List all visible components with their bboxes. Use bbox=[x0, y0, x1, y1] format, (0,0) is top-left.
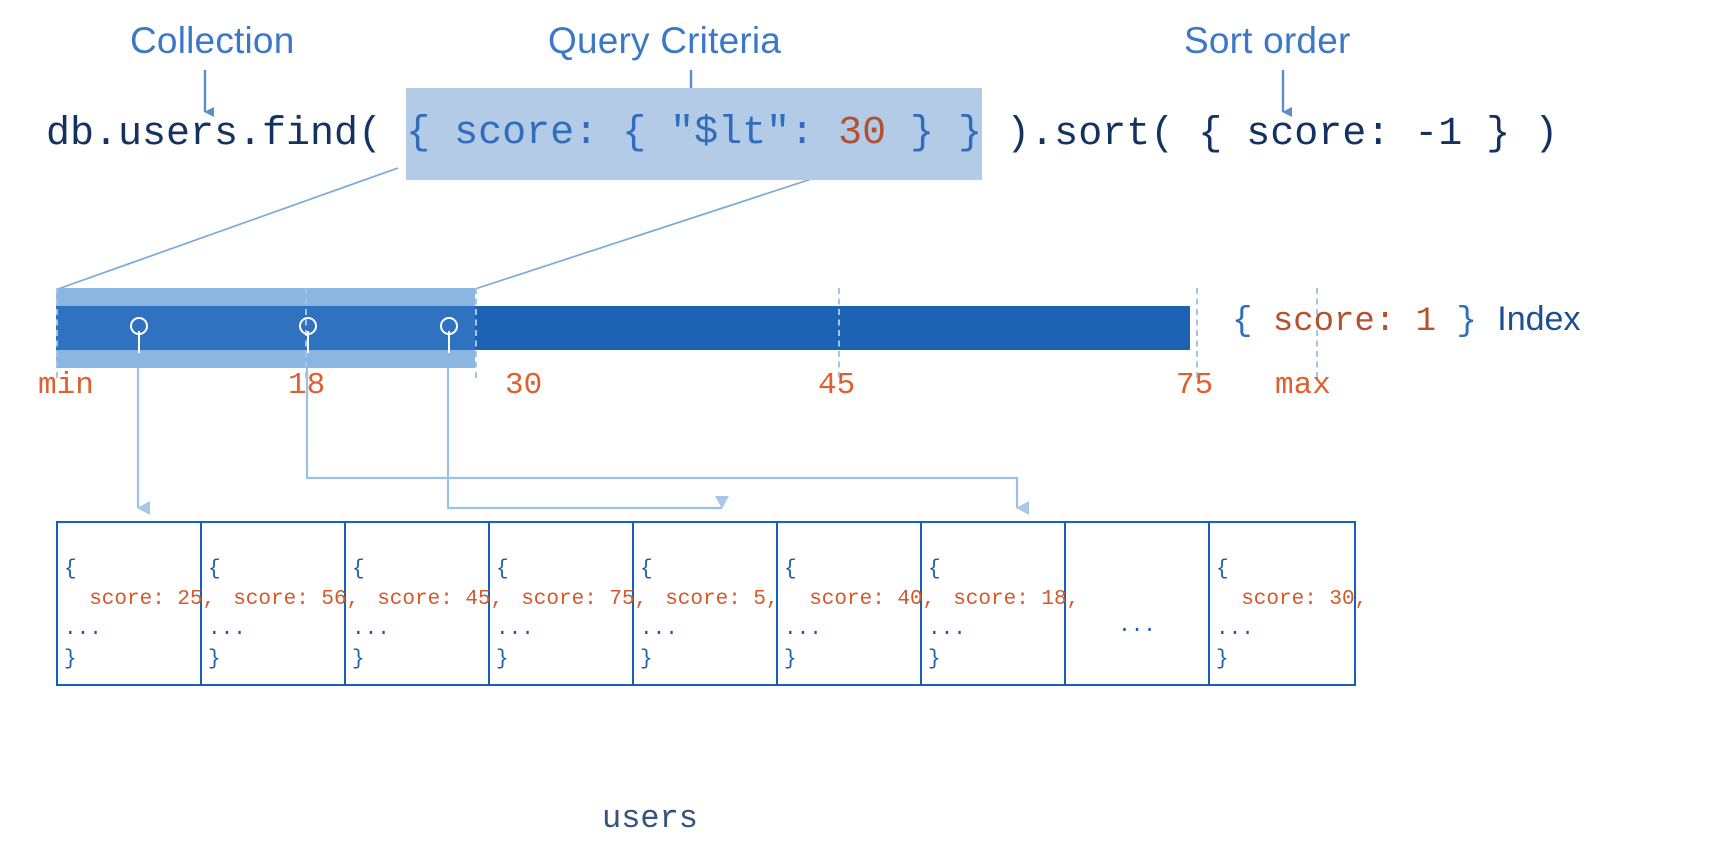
document-score-field: score: 75, bbox=[496, 588, 648, 611]
index-label-name: Index bbox=[1497, 300, 1581, 338]
document-ellipsis: ... bbox=[928, 618, 966, 641]
index-tick-label-30: 30 bbox=[505, 368, 543, 403]
document-close-brace: } bbox=[496, 648, 509, 671]
index-brace-open: { bbox=[1232, 303, 1273, 341]
document-box: { score: 40,...} bbox=[778, 523, 936, 684]
documents-strip: { score: 25,...}{ score: 56,...}{ score:… bbox=[56, 521, 1368, 686]
index-tick-label-18: 18 bbox=[288, 368, 326, 403]
query-suffix: ).sort( { score: -1 } ) bbox=[982, 111, 1559, 157]
document-box: { score: 18,...} bbox=[922, 523, 1080, 684]
index-pin-stem bbox=[307, 331, 309, 353]
document-ellipsis: ... bbox=[496, 618, 534, 641]
document-box: { score: 5,...} bbox=[634, 523, 779, 684]
index-tick-line-max bbox=[1316, 288, 1318, 378]
document-close-brace: } bbox=[208, 648, 221, 671]
connector-pin-5 bbox=[446, 339, 729, 510]
document-score-field: score: 56, bbox=[208, 588, 360, 611]
document-ellipsis: ... bbox=[208, 618, 246, 641]
index-tick-label-45: 45 bbox=[818, 368, 856, 403]
query-criteria-value: 30 bbox=[838, 111, 887, 156]
document-open-brace: { bbox=[64, 558, 77, 581]
document-ellipsis: ... bbox=[1216, 618, 1254, 641]
document-open-brace: { bbox=[784, 558, 797, 581]
annotation-sort-order: Sort order bbox=[1184, 20, 1351, 61]
query-criteria-part-3: } } bbox=[886, 111, 983, 156]
index-tick-line-45 bbox=[838, 288, 840, 378]
document-score-field: score: 18, bbox=[928, 588, 1080, 611]
document-close-brace: } bbox=[928, 648, 941, 671]
leader-right bbox=[474, 167, 846, 290]
leader-left bbox=[57, 167, 399, 290]
document-ellipsis: ... bbox=[784, 618, 822, 641]
index-brace-close: } bbox=[1436, 303, 1498, 341]
document-open-brace: { bbox=[208, 558, 221, 581]
annotation-query-criteria: Query Criteria bbox=[548, 20, 782, 61]
index-tick-line-min bbox=[56, 288, 58, 378]
document-close-brace: } bbox=[640, 648, 653, 671]
document-open-brace: { bbox=[352, 558, 365, 581]
document-box: ... bbox=[1066, 523, 1210, 684]
query-prefix: db.users.find( bbox=[46, 111, 407, 157]
document-open-brace: { bbox=[640, 558, 653, 581]
index-label: { score: 1 } Index bbox=[1232, 300, 1580, 341]
index-range-selected bbox=[56, 306, 475, 350]
collection-caption: users bbox=[0, 800, 1712, 837]
query-criteria-part-1: { score: { "$lt": bbox=[406, 111, 839, 156]
index-pin-stem bbox=[138, 331, 140, 353]
document-close-brace: } bbox=[1216, 648, 1229, 671]
collection-caption-text: users bbox=[601, 800, 698, 837]
document-close-brace: } bbox=[784, 648, 797, 671]
document-ellipsis: ... bbox=[1118, 615, 1156, 638]
index-tick-line-30 bbox=[475, 288, 477, 378]
document-score-field: score: 45, bbox=[352, 588, 504, 611]
document-score-field: score: 40, bbox=[784, 588, 936, 611]
document-close-brace: } bbox=[64, 648, 77, 671]
index-tick-line-75 bbox=[1196, 288, 1198, 378]
document-score-field: score: 5, bbox=[640, 588, 779, 611]
document-ellipsis: ... bbox=[352, 618, 390, 641]
document-open-brace: { bbox=[1216, 558, 1229, 581]
document-open-brace: { bbox=[928, 558, 941, 581]
document-close-brace: } bbox=[352, 648, 365, 671]
document-box: { score: 45,...} bbox=[346, 523, 504, 684]
annotation-collection: Collection bbox=[130, 20, 295, 61]
query-criteria-highlight: { score: { "$lt": 30 } } bbox=[406, 88, 983, 180]
document-box: { score: 30,...} bbox=[1210, 523, 1368, 684]
document-box: { score: 75,...} bbox=[490, 523, 648, 684]
index-tick-label-max: max bbox=[1275, 368, 1331, 403]
query-statement: db.users.find( { score: { "$lt": 30 } } … bbox=[46, 88, 1559, 180]
document-ellipsis: ... bbox=[64, 618, 102, 641]
document-score-field: score: 25, bbox=[64, 588, 216, 611]
document-open-brace: { bbox=[496, 558, 509, 581]
index-key: score: 1 bbox=[1272, 303, 1437, 341]
document-score-field: score: 30, bbox=[1216, 588, 1368, 611]
document-box: { score: 56,...} bbox=[202, 523, 360, 684]
index-tick-label-min: min bbox=[38, 368, 94, 403]
document-box: { score: 25,...} bbox=[58, 523, 216, 684]
document-ellipsis: ... bbox=[640, 618, 678, 641]
index-tick-label-75: 75 bbox=[1176, 368, 1214, 403]
index-pin-stem bbox=[448, 331, 450, 353]
